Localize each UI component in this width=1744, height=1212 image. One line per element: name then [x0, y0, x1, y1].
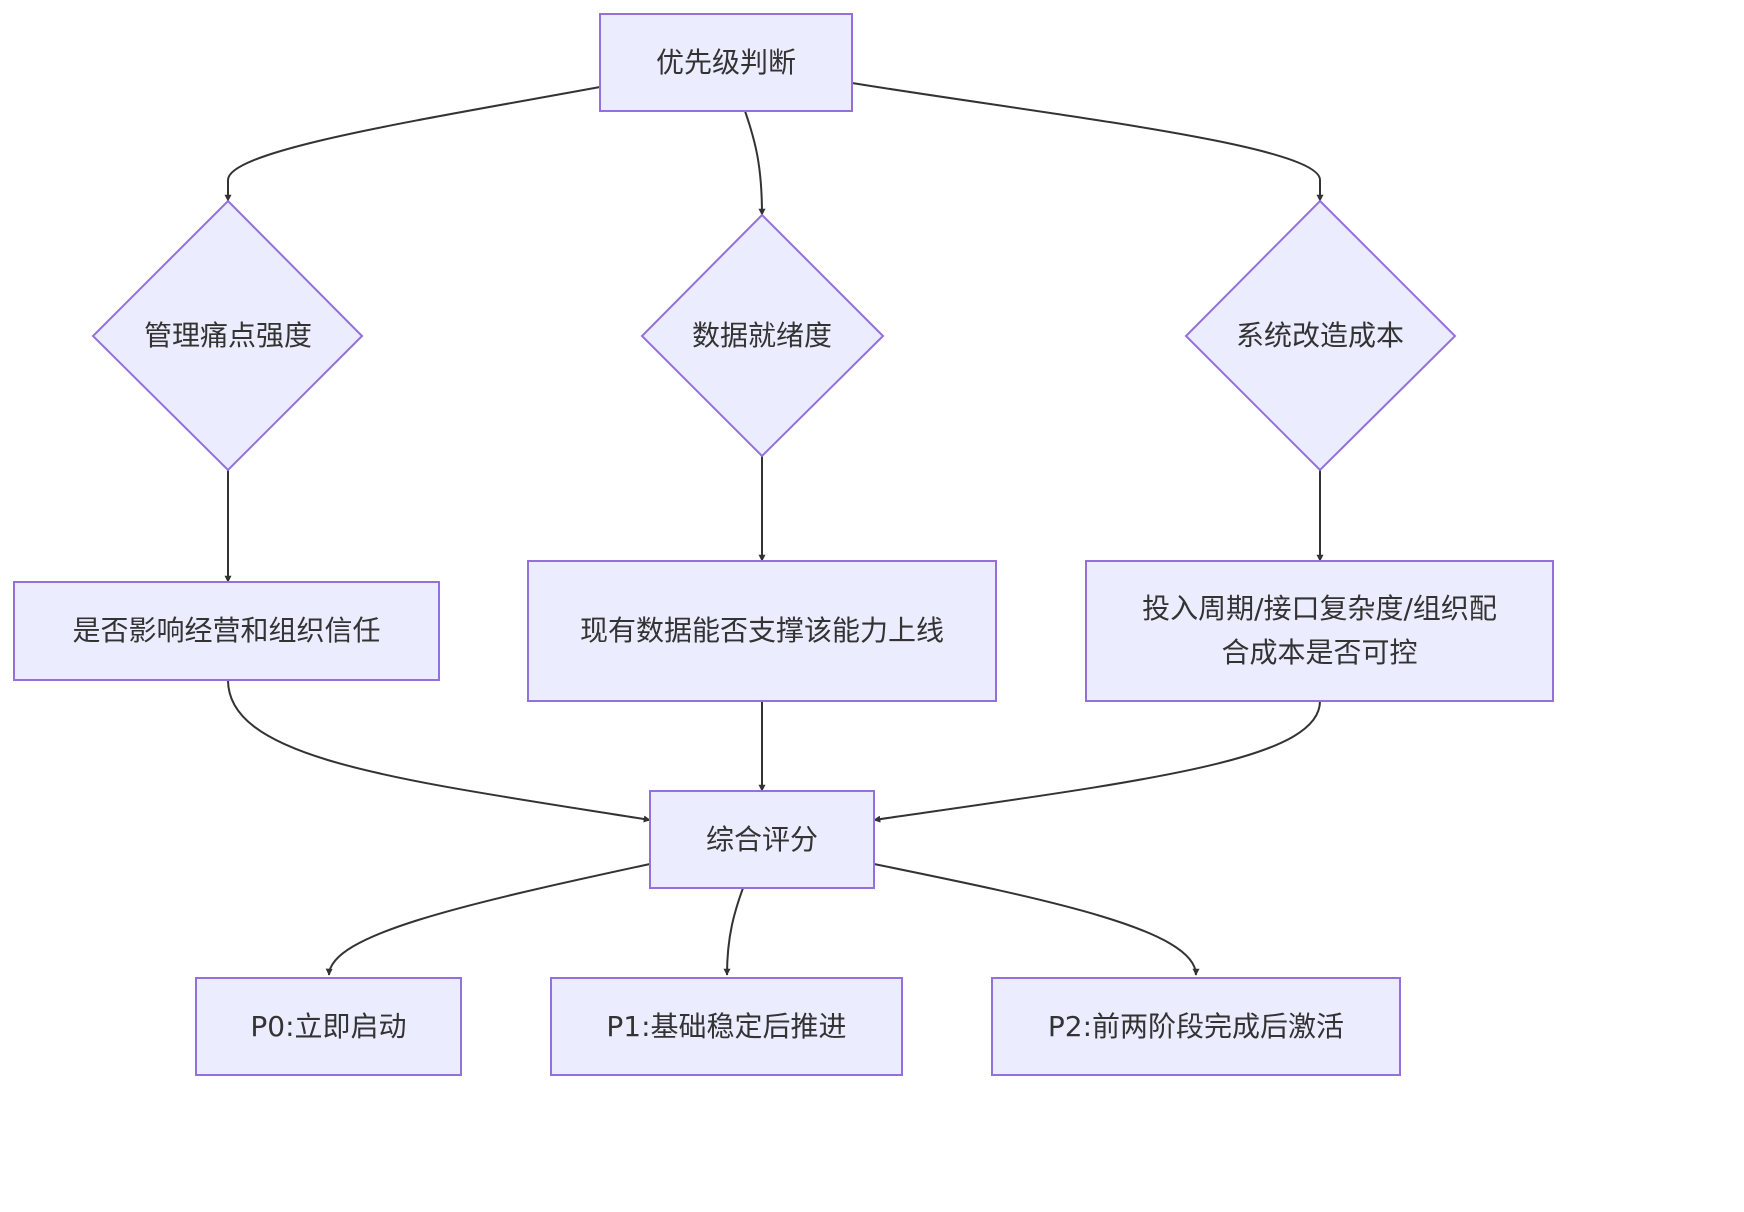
node-pain-diamond [91, 199, 364, 472]
node-p2-box [991, 977, 1401, 1076]
edge-score-to-p1 [723, 887, 744, 976]
node-data-ready-label: 数据就绪度 [691, 319, 832, 352]
edge-q-pain-to-score [227, 679, 651, 823]
node-p0-label: P0:立即启动 [250, 1009, 407, 1043]
edge-priority-to-sys-cost [851, 82, 1324, 202]
node-q-data-label: 现有数据能否支撑该能力上线 [579, 614, 944, 647]
node-q-data-box [527, 560, 997, 702]
flowchart [13, 13, 1554, 1076]
node-p1-label: P1:基础稳定后推进 [606, 1009, 847, 1043]
node-q-pain-box [13, 581, 440, 681]
node-score-box [649, 790, 875, 889]
node-q-cost-box [1085, 560, 1554, 702]
node-q-pain-label: 是否影响经营和组织信任 [72, 614, 381, 647]
node-data-ready-diamond [640, 213, 885, 458]
node-p1-box [550, 977, 903, 1076]
node-priority-label: 优先级判断 [655, 45, 796, 79]
edge-score-to-p0 [325, 863, 651, 976]
node-priority-box [599, 13, 853, 112]
edge-priority-to-pain [224, 86, 601, 202]
edge-score-to-p2 [873, 863, 1200, 976]
node-p0-box [195, 977, 462, 1076]
node-score-label: 综合评分 [705, 822, 818, 856]
node-pain-label: 管理痛点强度 [143, 319, 312, 352]
edge-priority-to-data-ready [744, 110, 766, 216]
node-sys-cost-label: 系统改造成本 [1235, 319, 1404, 352]
node-p2-label: P2:前两阶段完成后激活 [1047, 1009, 1345, 1043]
node-q-cost-label: 投入周期/接口复杂度/组织配合成本是否可控 [1142, 592, 1497, 669]
node-sys-cost-diamond [1184, 199, 1457, 472]
edge-q-cost-to-score [873, 700, 1321, 823]
